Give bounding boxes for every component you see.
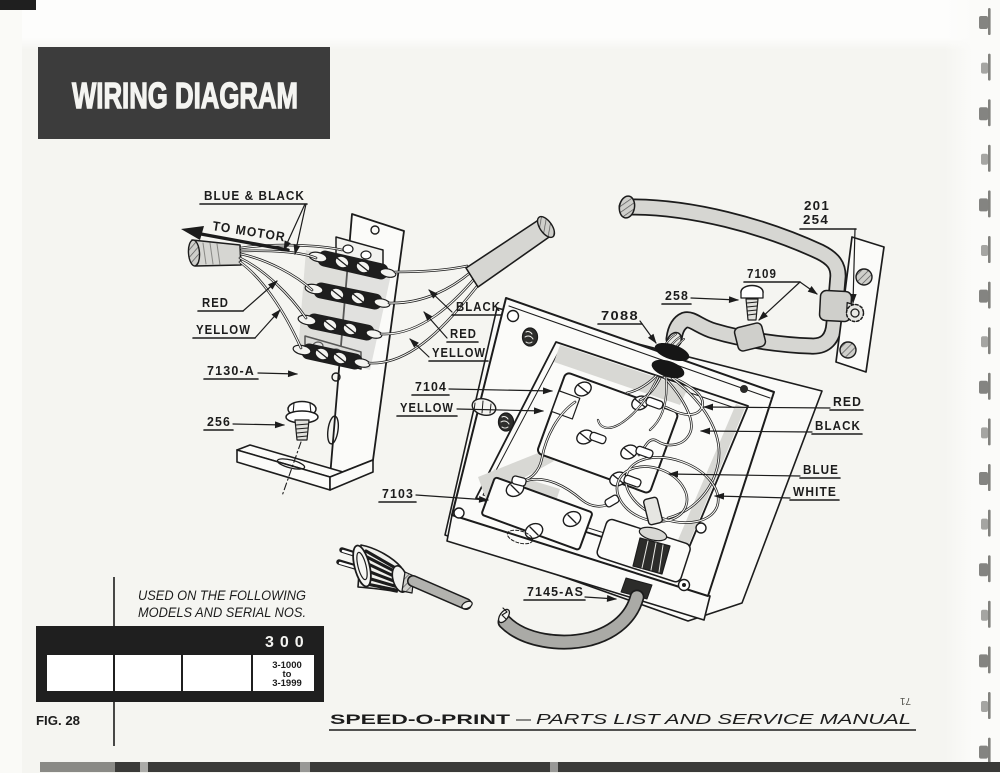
svg-text:SPEED-O-PRINT: SPEED-O-PRINT xyxy=(330,711,511,727)
svg-text:201: 201 xyxy=(804,198,830,213)
svg-text:YELLOW: YELLOW xyxy=(432,345,486,360)
svg-text:254: 254 xyxy=(803,212,829,227)
svg-text:MODELS AND SERIAL NOS.: MODELS AND SERIAL NOS. xyxy=(138,604,306,620)
svg-text:RED: RED xyxy=(833,394,862,409)
svg-text:7109: 7109 xyxy=(747,266,777,281)
svg-text:256: 256 xyxy=(207,414,231,429)
svg-text:BLACK: BLACK xyxy=(456,299,501,314)
svg-text:PARTS LIST AND SERVICE MANUAL: PARTS LIST AND SERVICE MANUAL xyxy=(536,711,911,728)
svg-text:BLACK: BLACK xyxy=(815,418,861,433)
svg-text:71: 71 xyxy=(899,695,911,706)
svg-text:YELLOW: YELLOW xyxy=(400,400,454,415)
svg-text:RED: RED xyxy=(202,295,229,310)
svg-text:RED: RED xyxy=(450,326,477,341)
svg-text:YELLOW: YELLOW xyxy=(196,322,251,337)
svg-text:—: — xyxy=(516,711,531,728)
svg-text:7103: 7103 xyxy=(382,486,414,501)
svg-text:BLUE & BLACK: BLUE & BLACK xyxy=(204,188,305,203)
svg-text:BLUE: BLUE xyxy=(803,462,839,477)
svg-text:7145-AS: 7145-AS xyxy=(527,584,584,599)
svg-text:FIG. 28: FIG. 28 xyxy=(36,713,80,728)
svg-text:7088: 7088 xyxy=(601,308,639,323)
svg-text:USED ON THE FOLLOWING: USED ON THE FOLLOWING xyxy=(138,587,306,603)
svg-text:3-1999: 3-1999 xyxy=(272,678,302,689)
svg-text:to: to xyxy=(283,669,292,680)
svg-text:WHITE: WHITE xyxy=(793,484,837,499)
svg-text:258: 258 xyxy=(665,288,689,303)
svg-text:7130-A: 7130-A xyxy=(207,363,255,378)
svg-text:WIRING DIAGRAM: WIRING DIAGRAM xyxy=(72,75,298,116)
svg-text:3-1000: 3-1000 xyxy=(272,660,302,671)
svg-text:7104: 7104 xyxy=(415,379,447,394)
svg-text:300: 300 xyxy=(265,634,310,651)
